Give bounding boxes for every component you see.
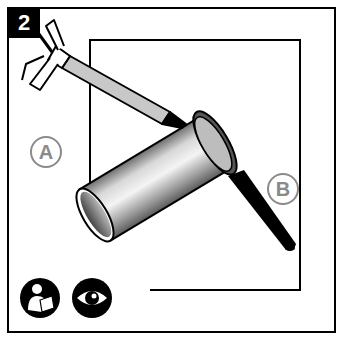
frame	[8, 8, 335, 332]
node-text: B	[276, 179, 290, 199]
caulking-gun	[20, 18, 186, 128]
read-manual-icon	[20, 278, 60, 318]
sealant-nozzle	[228, 170, 296, 250]
step-number: 2	[8, 8, 40, 38]
eye-protection-icon	[72, 278, 112, 318]
callout-letter: B	[267, 173, 299, 205]
node-text: A	[39, 142, 53, 162]
pipe	[66, 105, 245, 252]
callout-letter: A	[30, 136, 62, 168]
node-text: 2	[18, 12, 30, 34]
